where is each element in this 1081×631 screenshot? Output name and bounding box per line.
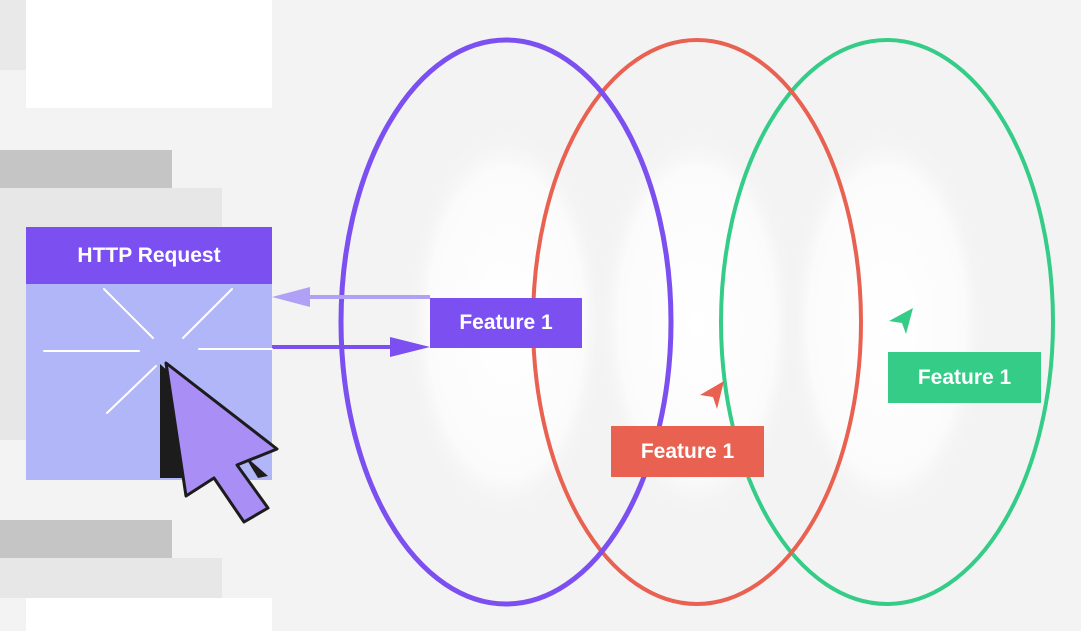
background-bar	[0, 150, 172, 188]
response-arrow	[272, 287, 430, 307]
background-block	[0, 0, 26, 70]
background-card-bottom	[26, 598, 272, 631]
feature-label-green: Feature 1	[888, 352, 1041, 403]
http-request-title: HTTP Request	[26, 227, 272, 284]
background-bar	[0, 520, 172, 558]
cursor-arrow-icon	[160, 361, 279, 524]
ring-purple	[338, 37, 674, 607]
inner-ellipse-red	[597, 125, 797, 521]
feature-label-red: Feature 1	[611, 426, 764, 477]
pointer-arrow-icon	[700, 381, 724, 409]
background-panel	[0, 558, 222, 598]
background-card-top	[26, 0, 272, 108]
inner-ellipse-green	[787, 125, 987, 521]
request-arrow	[272, 337, 430, 357]
click-burst-icon	[43, 288, 273, 414]
pointer-arrow-icon	[889, 308, 913, 334]
feature-label-purple: Feature 1	[430, 298, 582, 348]
ring-green	[719, 38, 1055, 606]
